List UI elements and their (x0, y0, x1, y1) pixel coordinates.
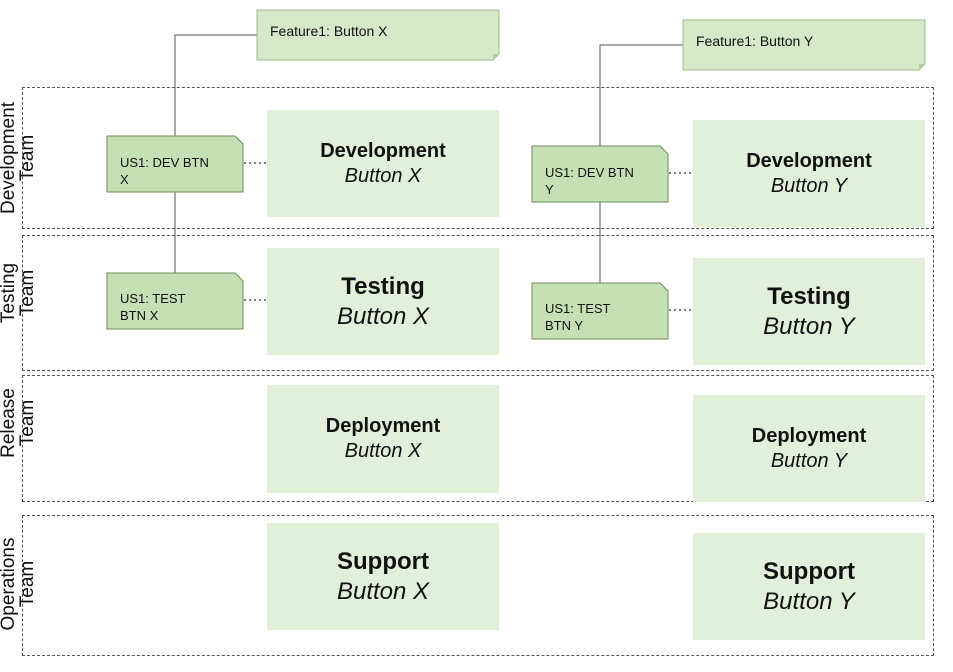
lane-release (22, 375, 934, 502)
process-box-development-x: Development Button X (267, 110, 499, 217)
connector-feature-x-to-dev-x (174, 34, 257, 136)
process-box-testing-x: Testing Button X (267, 248, 499, 355)
connector-feature-y-to-dev-y (599, 44, 683, 146)
process-box-testing-y: Testing Button Y (693, 258, 925, 365)
lane-development (22, 87, 934, 229)
lane-operations (22, 515, 934, 656)
process-box-deployment-x: Deployment Button X (267, 385, 499, 493)
lane-testing (22, 235, 934, 371)
feature-note-button-y: Feature1: Button Y (682, 19, 926, 71)
process-box-deployment-y: Deployment Button Y (693, 395, 925, 502)
feature-note-button-x: Feature1: Button X (256, 9, 500, 61)
process-box-support-x: Support Button X (267, 523, 499, 630)
process-box-development-y: Development Button Y (693, 120, 925, 227)
process-box-support-y: Support Button Y (693, 533, 925, 640)
